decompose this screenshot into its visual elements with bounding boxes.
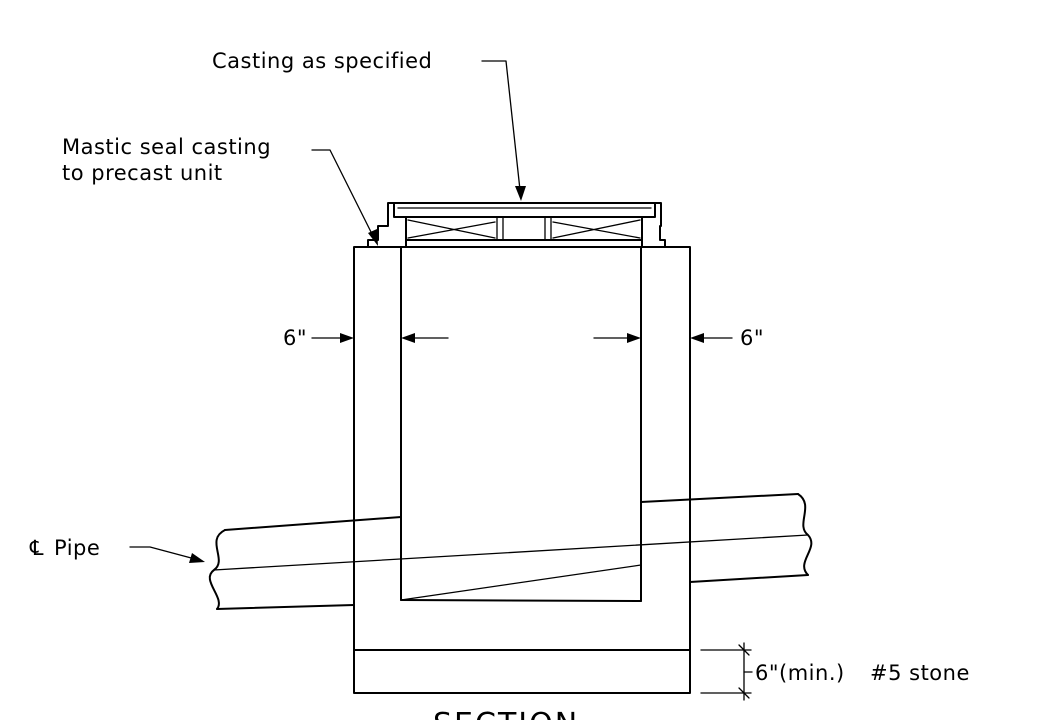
wall-dimensions	[311, 333, 733, 343]
wall-thickness-right-label: 6"	[740, 326, 764, 350]
stone-base	[353, 649, 691, 694]
stone-label: #5 stone	[870, 661, 970, 685]
pipe-label: Pipe	[54, 536, 100, 560]
mastic-label-line1: Mastic seal casting	[62, 135, 271, 159]
stone-dimension	[700, 642, 753, 701]
centerline-symbol: ℄	[29, 536, 44, 560]
section-title: SECTION	[433, 707, 579, 720]
casting	[367, 202, 666, 248]
pipe	[208, 493, 813, 610]
mastic-label-line2: to precast unit	[62, 161, 223, 185]
leaders	[129, 60, 526, 563]
stone-dimension-label: 6"(min.)	[755, 661, 845, 685]
wall-thickness-left-label: 6"	[283, 326, 307, 350]
precast-unit	[353, 246, 691, 651]
casting-label: Casting as specified	[212, 49, 432, 73]
